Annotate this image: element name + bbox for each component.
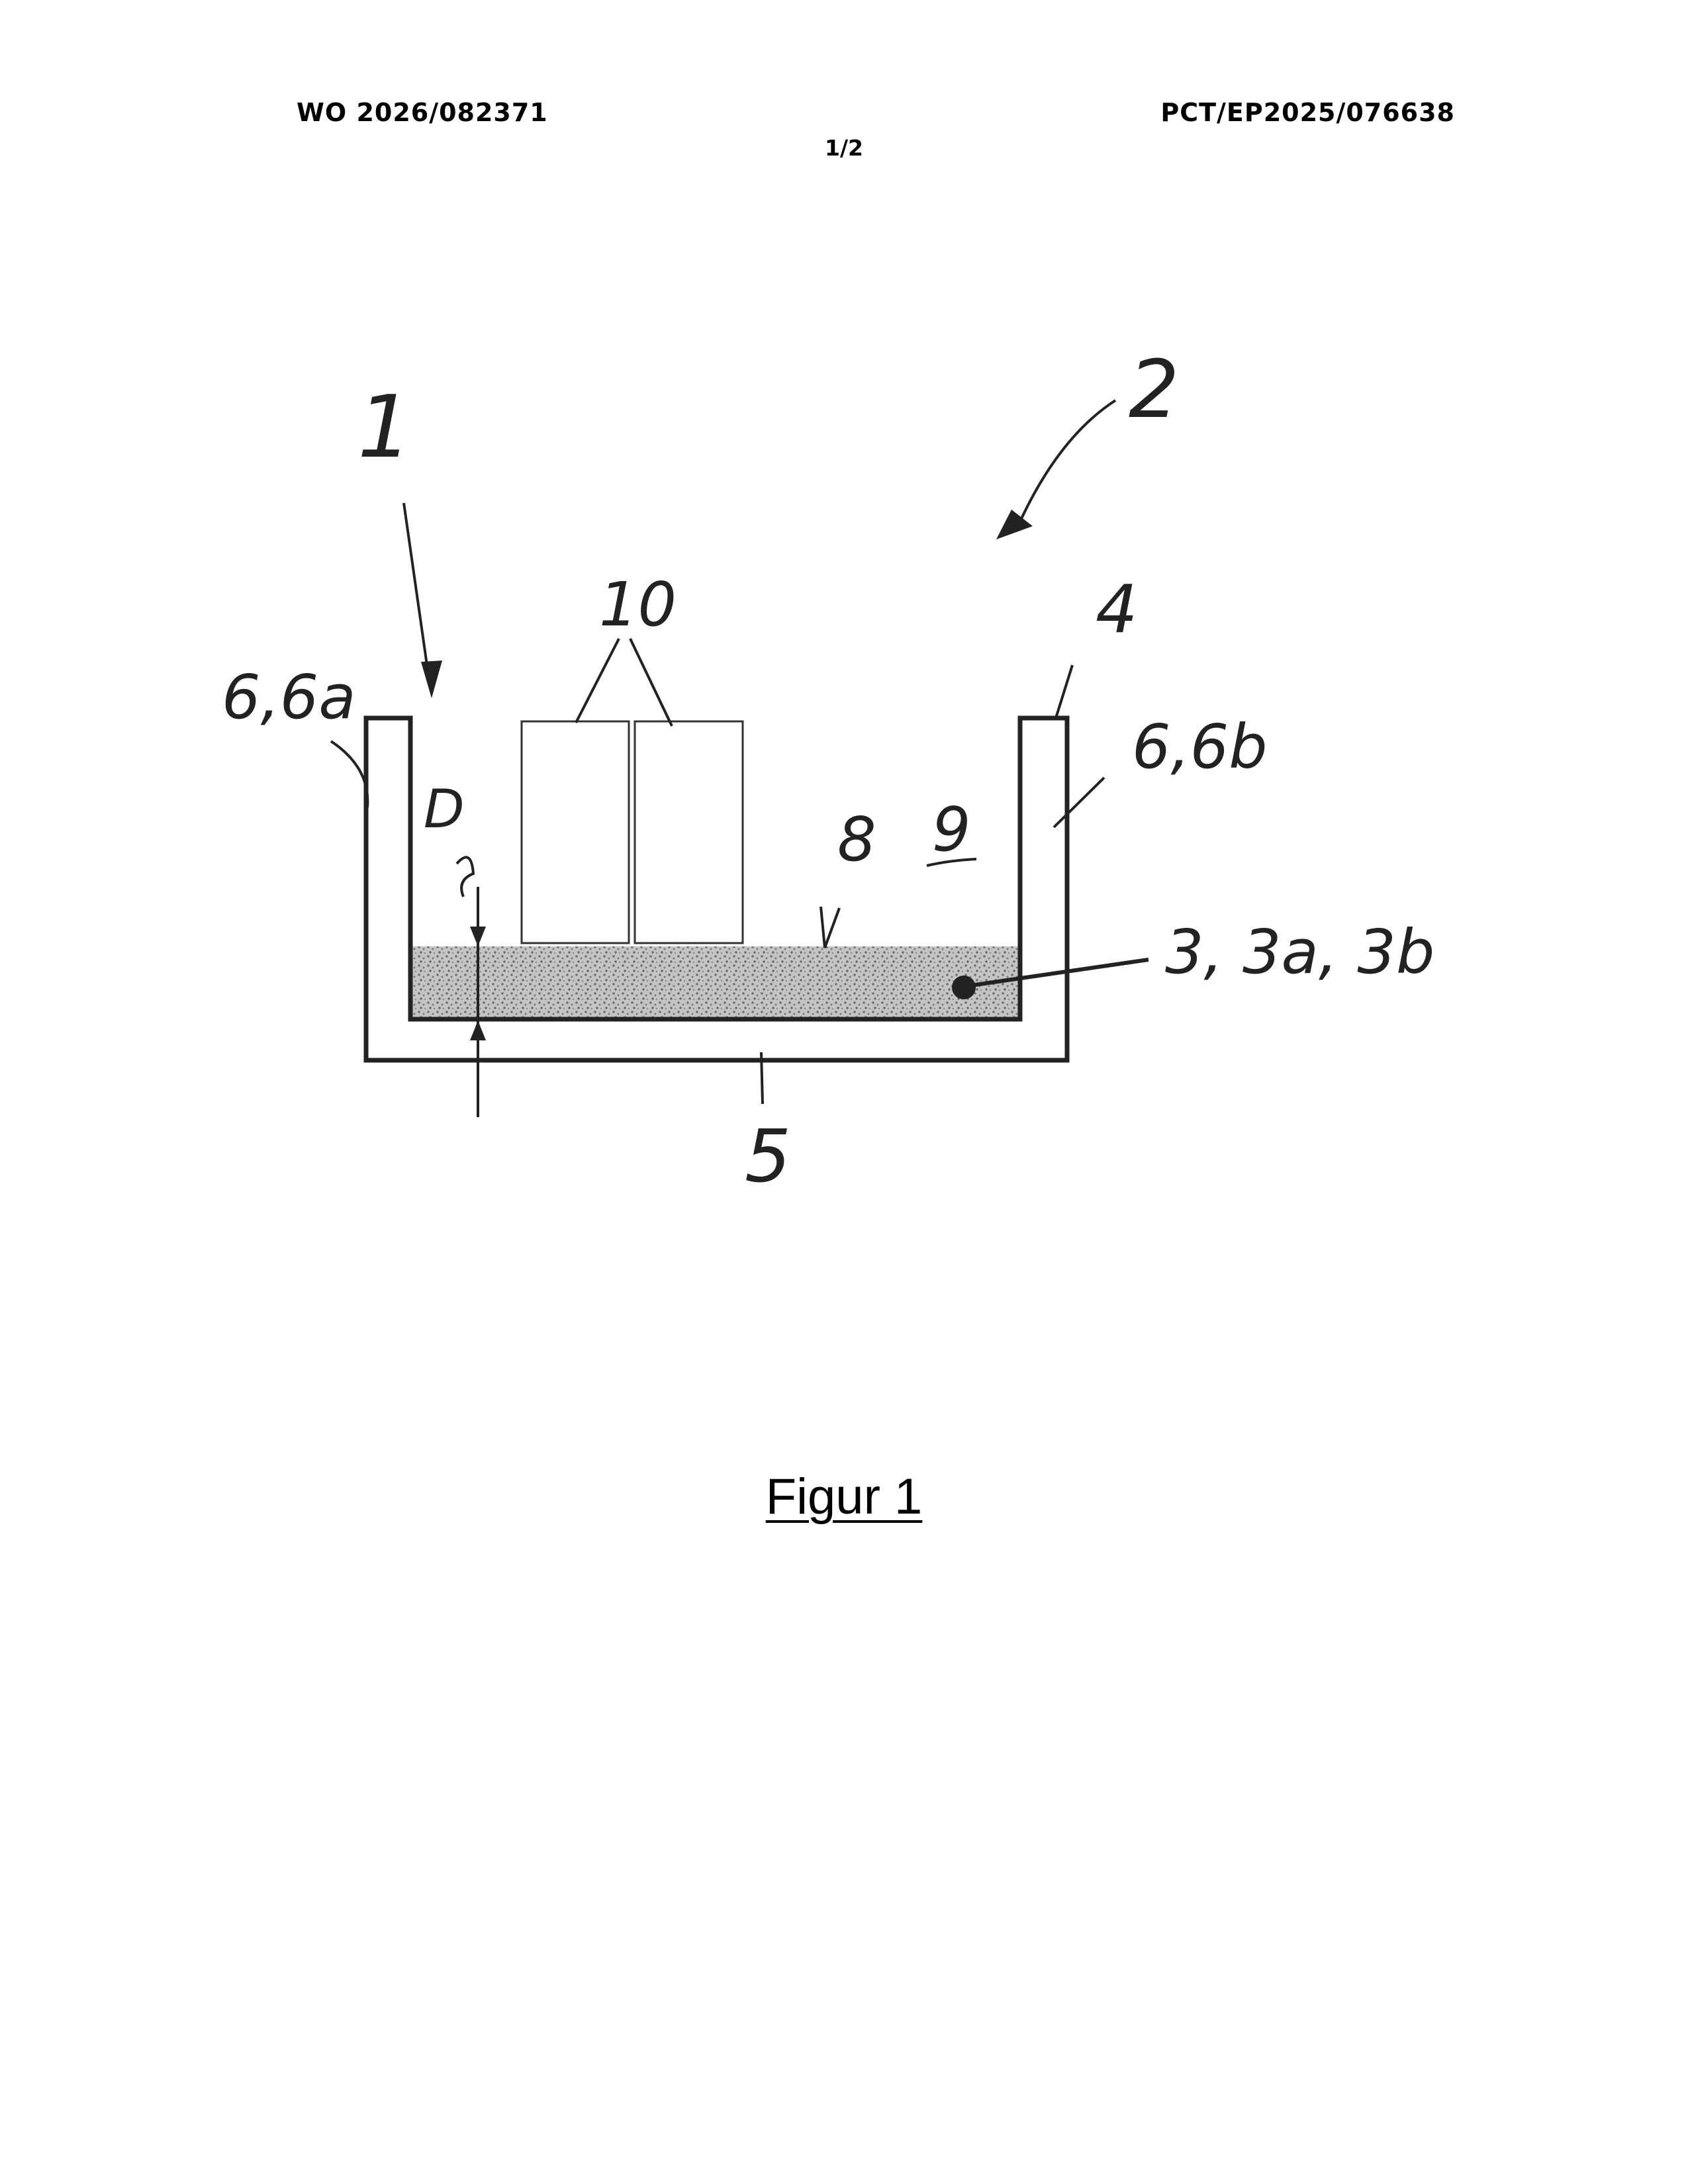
leader-4 [1056,665,1072,718]
arrowhead-1 [421,660,442,698]
dimension-arrow-top [470,927,486,946]
ref-label-4: 4 [1096,570,1138,648]
ref-label-2: 2 [1129,344,1179,436]
leader-arrow-1 [404,503,430,688]
leader-6a [331,741,367,807]
component-block-left [522,721,629,943]
arrowhead-2 [996,510,1033,539]
ref-label-6b: 6,6b [1132,711,1268,782]
component-block-right [635,721,743,943]
leader-8 [821,907,839,948]
ref-label-6a: 6,6a [222,662,356,733]
ref-label-d: D [424,778,465,840]
leader-arrow-2 [1019,400,1115,523]
figure-caption: Figur 1 [0,1468,1688,1525]
ref-label-10: 10 [599,569,677,640]
leader-10 [576,639,672,726]
ref-label-8: 8 [837,804,876,875]
leader-6b [1054,778,1104,827]
dimension-arrow-bottom [470,1021,486,1040]
ref-label-5: 5 [745,1114,791,1199]
ref-label-9: 9 [932,794,971,865]
particle-dot [952,976,976,999]
particle-bed [408,946,1020,1019]
ref-label-1: 1 [357,377,412,477]
squiggle-d [457,857,473,897]
ref-label-3: 3, 3a, 3b [1165,917,1434,987]
leader-5 [761,1052,763,1104]
